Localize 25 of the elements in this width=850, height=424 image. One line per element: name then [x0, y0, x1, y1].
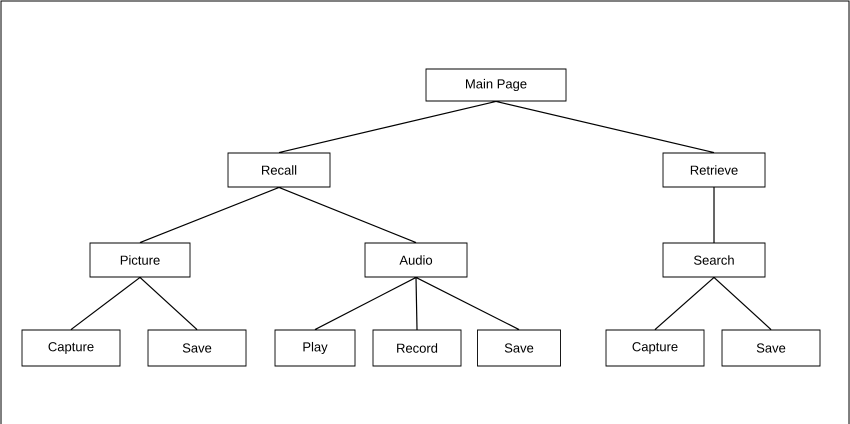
connector-line	[416, 276, 520, 330]
menu-box: Save	[477, 330, 561, 366]
menu-box: Retrieve	[662, 152, 766, 188]
menu-box: Record	[372, 330, 462, 366]
menu-box: Capture	[22, 330, 120, 366]
menu-box: Search	[662, 242, 766, 278]
menu-box: Main Page	[426, 68, 566, 102]
connector-line	[70, 276, 140, 330]
connector-line	[415, 277, 418, 330]
connector-line	[713, 187, 715, 243]
connector-line	[714, 277, 772, 330]
menu-box: Audio	[364, 242, 468, 278]
menu-box: Picture	[90, 242, 190, 278]
menu-box: Save	[148, 330, 246, 366]
connector-line	[140, 277, 198, 330]
menu-box: Play	[274, 330, 356, 366]
connector-line	[278, 100, 496, 154]
connector-line	[314, 276, 416, 330]
menu-box: Recall	[228, 152, 330, 188]
menu-box: Save	[722, 330, 820, 366]
connector-line	[140, 186, 280, 244]
connector-line	[278, 186, 416, 244]
connector-line	[654, 277, 714, 330]
menu-box: Capture	[606, 330, 704, 366]
connector-line	[496, 100, 714, 154]
